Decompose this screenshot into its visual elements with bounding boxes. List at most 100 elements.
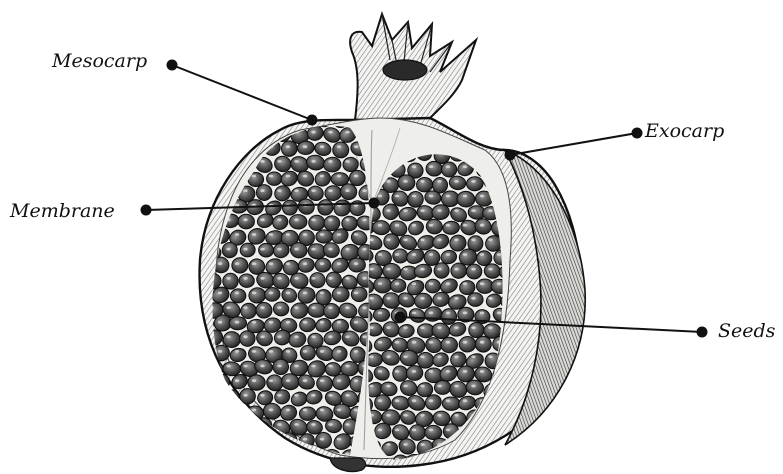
aril-highlight [260, 218, 264, 221]
aril-highlight [471, 385, 475, 388]
aril-highlight [446, 341, 450, 344]
aril-highlight [429, 312, 433, 315]
aril-highlight [303, 350, 307, 353]
aril-highlight [320, 116, 324, 119]
aril-seed [350, 170, 366, 185]
aril-highlight [497, 458, 501, 461]
aril-highlight [403, 268, 407, 271]
aril-highlight [369, 268, 373, 271]
aril-highlight [454, 238, 458, 241]
aril-highlight [471, 209, 475, 212]
aril-highlight [463, 341, 467, 344]
aril-highlight [337, 321, 341, 324]
aril-highlight [328, 131, 332, 134]
aril-highlight [243, 365, 247, 368]
aril-highlight [378, 429, 382, 432]
aril-highlight [395, 224, 399, 227]
aril-highlight [243, 189, 247, 192]
aril-highlight [294, 452, 298, 455]
aril-highlight [303, 438, 307, 441]
aril-highlight [386, 414, 390, 417]
aril-highlight [403, 355, 407, 358]
aril-highlight [294, 189, 298, 192]
aril-highlight [218, 409, 222, 412]
aril-highlight [429, 165, 433, 168]
aril-highlight [269, 262, 273, 265]
aril-highlight [260, 423, 264, 426]
aril-highlight [311, 248, 315, 251]
aril-highlight [454, 297, 458, 300]
leader-line-exocarp [510, 133, 637, 155]
aril-highlight [429, 399, 433, 402]
aril-highlight [412, 253, 416, 256]
aril-highlight [480, 458, 484, 461]
aril-highlight [320, 292, 324, 295]
aril-highlight [243, 277, 247, 280]
aril-highlight [345, 277, 349, 280]
label-membrane: Membrane [10, 202, 115, 221]
aril-highlight [446, 195, 450, 198]
aril-highlight [403, 326, 407, 329]
aril-seed [414, 293, 432, 309]
aril-highlight [260, 131, 264, 134]
label-exocarp: Exocarp [645, 122, 724, 141]
aril-highlight [337, 262, 341, 265]
aril-seed [490, 450, 512, 471]
aril-highlight [420, 238, 424, 241]
aril-highlight [294, 365, 298, 368]
aril-highlight [429, 253, 433, 256]
aril-highlight [252, 262, 256, 265]
aril-highlight [303, 145, 307, 148]
aril-highlight [480, 253, 484, 256]
aril-highlight [345, 335, 349, 338]
aril-highlight [412, 224, 416, 227]
aril-highlight [429, 429, 433, 432]
aril-highlight [471, 326, 475, 329]
aril-seed [434, 380, 451, 395]
aril-seed [206, 128, 222, 142]
aril-highlight [395, 282, 399, 285]
aril-highlight [437, 268, 441, 271]
aril-highlight [420, 385, 424, 388]
aril-highlight [320, 350, 324, 353]
aril-highlight [403, 414, 407, 417]
aril-highlight [328, 394, 332, 397]
aril-seed [195, 434, 215, 452]
aril-highlight [463, 282, 467, 285]
aril-highlight [328, 248, 332, 251]
aril-highlight [328, 423, 332, 426]
aril-highlight [354, 175, 358, 178]
aril-highlight [395, 399, 399, 402]
aril-seed [323, 157, 341, 172]
aril-highlight [311, 423, 315, 426]
aril-highlight [252, 116, 256, 119]
aril-highlight [286, 321, 290, 324]
aril-highlight [243, 452, 247, 455]
aril-highlight [345, 394, 349, 397]
aril-highlight [260, 160, 264, 163]
aril-highlight [454, 268, 458, 271]
aril-seed [196, 403, 216, 421]
aril-seed [239, 417, 259, 437]
aril-highlight [235, 409, 239, 412]
aril-highlight [277, 306, 281, 309]
aril-highlight [269, 379, 273, 382]
aril-highlight [303, 262, 307, 265]
aril-highlight [252, 409, 256, 412]
aril-highlight [369, 355, 373, 358]
aril-highlight [311, 306, 315, 309]
aril-highlight [218, 145, 222, 148]
seed-cluster-left [193, 108, 378, 467]
aril-highlight [354, 379, 358, 382]
aril-highlight [328, 365, 332, 368]
aril-highlight [497, 253, 501, 256]
aril-highlight [269, 438, 273, 441]
aril-highlight [345, 218, 349, 221]
aril-highlight [294, 423, 298, 426]
aril-highlight [403, 238, 407, 241]
aril-highlight [412, 429, 416, 432]
aril-highlight [354, 409, 358, 412]
aril-highlight [286, 350, 290, 353]
aril-highlight [235, 262, 239, 265]
aril-highlight [337, 145, 341, 148]
